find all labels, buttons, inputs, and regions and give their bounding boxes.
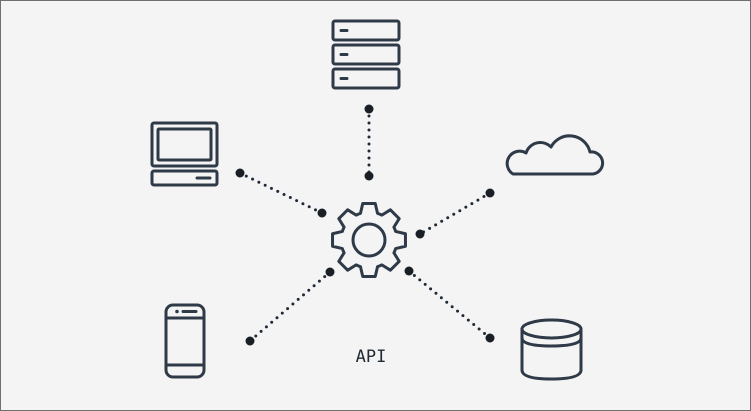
gear-icon [331, 202, 407, 278]
desktop-computer-icon [150, 121, 219, 187]
connector-database [404, 266, 495, 343]
connector-cloud [415, 188, 495, 239]
smartphone-icon [164, 303, 206, 379]
connector-mobile [245, 267, 335, 346]
database-icon [520, 318, 583, 381]
api-label: API [355, 347, 387, 367]
server-icon [331, 19, 401, 90]
connector-server [364, 104, 374, 181]
connector-computer [235, 168, 327, 218]
cloud-icon [505, 134, 605, 176]
